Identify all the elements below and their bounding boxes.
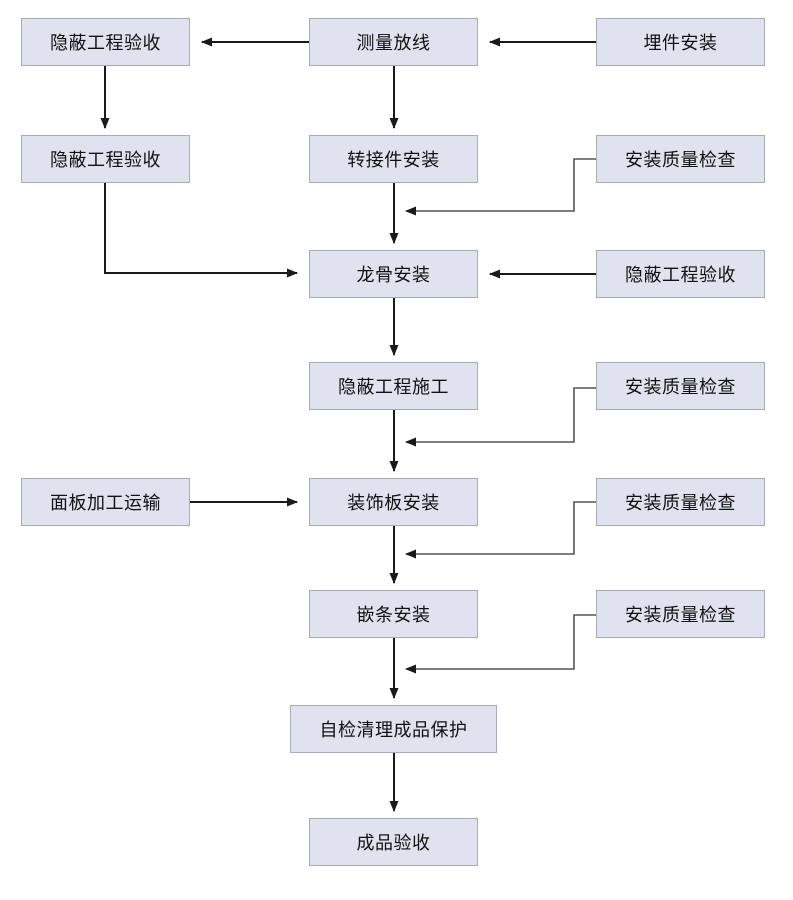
node-survey-setting-out[interactable]: 测量放线 [309,18,478,66]
node-label: 自检清理成品保护 [319,720,468,741]
node-label: 安装质量检查 [625,493,736,514]
edge-concealed-accept-2-to-keel [104,183,298,278]
node-quality-check-3[interactable]: 安装质量检查 [596,478,765,526]
node-label: 安装质量检查 [625,150,736,171]
node-concealed-work-construction[interactable]: 隐蔽工程施工 [309,362,478,410]
node-concealed-work-acceptance-right[interactable]: 隐蔽工程验收 [596,250,765,298]
node-embedded-part-installation[interactable]: 埋件安装 [596,18,765,66]
node-final-product-acceptance[interactable]: 成品验收 [309,818,478,866]
node-quality-check-4[interactable]: 安装质量检查 [596,590,765,638]
node-label: 安装质量检查 [625,377,736,398]
edge-quality-check-1-elbow [405,158,596,216]
node-label: 转接件安装 [347,150,440,171]
node-label: 成品验收 [356,833,431,854]
node-concealed-work-acceptance-top-left[interactable]: 隐蔽工程验收 [21,18,190,66]
node-quality-check-1[interactable]: 安装质量检查 [596,135,765,183]
node-label: 面板加工运输 [50,493,161,514]
node-label: 装饰板安装 [347,493,440,514]
node-trim-strip-installation[interactable]: 嵌条安装 [309,590,478,638]
node-adapter-installation[interactable]: 转接件安装 [309,135,478,183]
node-label: 龙骨安装 [356,265,431,286]
edge-quality-check-3-elbow [405,501,596,559]
node-label: 安装质量检查 [625,605,736,626]
node-panel-fabrication-transport[interactable]: 面板加工运输 [21,478,190,526]
node-label: 隐蔽工程验收 [50,33,161,54]
node-quality-check-2[interactable]: 安装质量检查 [596,362,765,410]
edge-quality-check-2-elbow [405,387,596,447]
node-label: 隐蔽工程验收 [50,150,161,171]
node-label: 埋件安装 [643,33,718,54]
node-self-inspection-cleaning-protection[interactable]: 自检清理成品保护 [290,705,497,753]
node-label: 嵌条安装 [356,605,431,626]
node-label: 测量放线 [356,33,431,54]
node-label: 隐蔽工程施工 [338,377,449,398]
node-concealed-work-acceptance-left[interactable]: 隐蔽工程验收 [21,135,190,183]
node-decorative-panel-installation[interactable]: 装饰板安装 [309,478,478,526]
node-keel-installation[interactable]: 龙骨安装 [309,250,478,298]
node-label: 隐蔽工程验收 [625,265,736,286]
edge-quality-check-4-elbow [405,614,596,674]
